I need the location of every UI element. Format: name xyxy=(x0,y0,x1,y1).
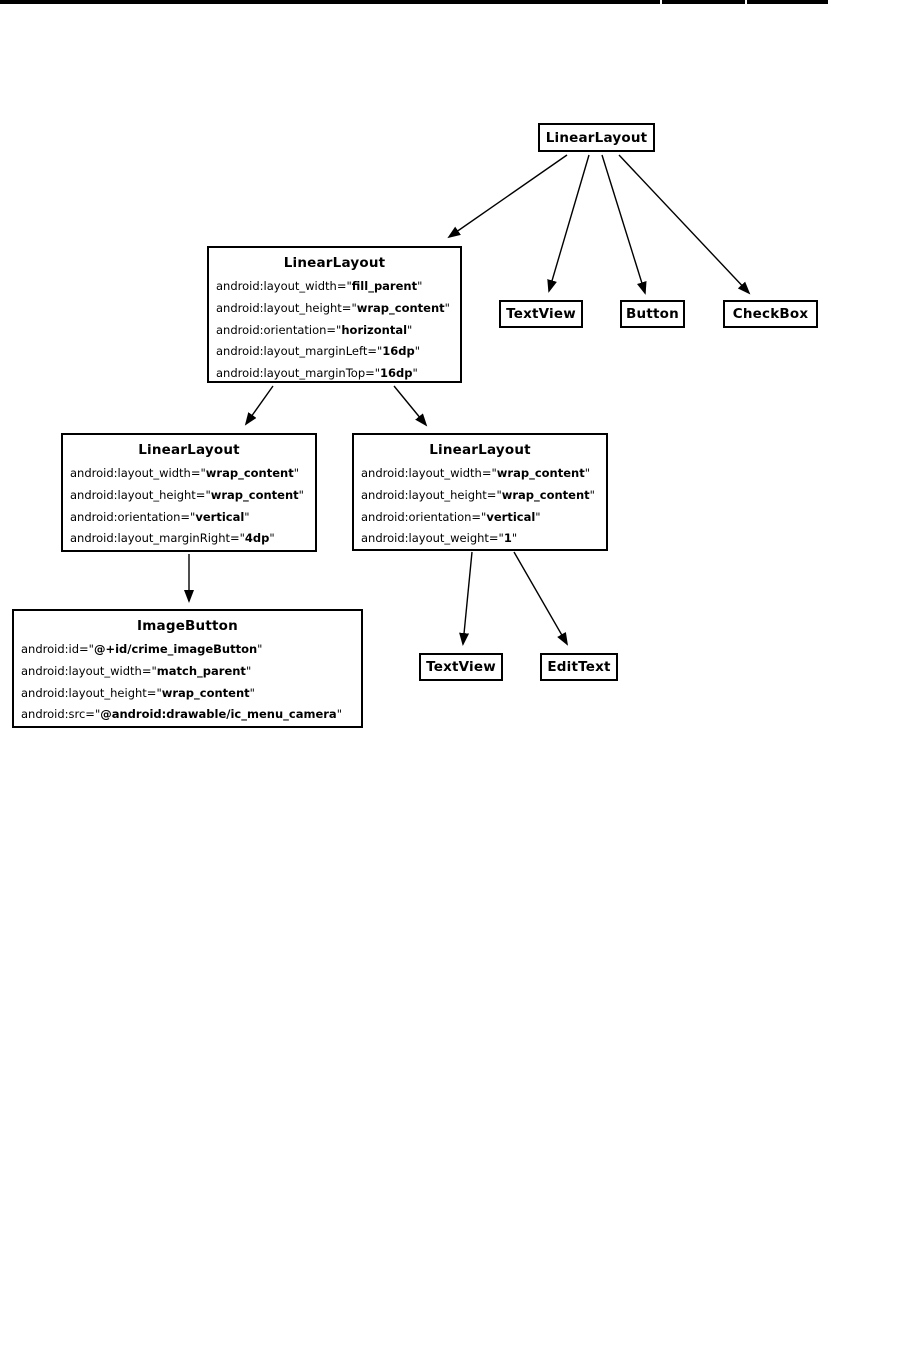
top-bar-segment-left xyxy=(0,0,660,4)
node-title: ImageButton xyxy=(137,618,238,634)
attr-layout-height: android:layout_height="wrap_content" xyxy=(70,487,304,502)
node-linearlayout-left-column: LinearLayout android:layout_width="wrap_… xyxy=(61,433,317,552)
node-linearlayout-root: LinearLayout xyxy=(538,123,655,152)
node-title: Button xyxy=(626,306,679,322)
node-button: Button xyxy=(620,300,685,328)
edge-row-to-left-column xyxy=(244,385,274,426)
node-title: EditText xyxy=(547,659,611,675)
node-linearlayout-row-container: LinearLayout android:layout_width="fill_… xyxy=(207,246,462,383)
edge-row-to-right-column xyxy=(393,385,428,427)
node-imagebutton: ImageButton android:id="@+id/crime_image… xyxy=(12,609,363,728)
attr-layout-margin-left: android:layout_marginLeft="16dp" xyxy=(216,344,421,359)
node-edittext: EditText xyxy=(540,653,618,681)
node-textview-top: TextView xyxy=(499,300,583,328)
edge-root-to-row-container xyxy=(447,154,568,239)
attr-layout-width: android:layout_width="wrap_content" xyxy=(361,466,591,480)
attr-layout-height: android:layout_height="wrap_content" xyxy=(21,685,255,700)
node-title: LinearLayout xyxy=(429,442,531,458)
attr-orientation: android:orientation="horizontal" xyxy=(216,322,413,337)
node-title: LinearLayout xyxy=(283,255,386,271)
attr-layout-width: android:layout_width="match_parent" xyxy=(21,663,252,678)
node-textview-bottom: TextView xyxy=(419,653,503,681)
node-title: TextView xyxy=(506,306,576,322)
node-title: CheckBox xyxy=(732,306,809,322)
node-title: TextView xyxy=(426,659,496,675)
attr-id: android:id="@+id/crime_imageButton" xyxy=(21,642,263,656)
node-title: LinearLayout xyxy=(138,442,240,458)
node-checkbox: CheckBox xyxy=(723,300,818,328)
top-bar-segment-right xyxy=(747,0,828,4)
attr-orientation: android:orientation="vertical" xyxy=(361,509,541,524)
attr-layout-weight: android:layout_weight="1" xyxy=(361,531,518,546)
attr-layout-height: android:layout_height="wrap_content" xyxy=(216,300,450,315)
attr-src: android:src="@android:drawable/ic_menu_c… xyxy=(21,707,342,722)
attr-layout-width: android:layout_width="wrap_content" xyxy=(70,466,300,480)
edge-right-column-to-textview xyxy=(459,551,473,646)
top-bar-segment-middle xyxy=(662,0,745,4)
attr-layout-margin-right: android:layout_marginRight="4dp" xyxy=(70,531,275,546)
edge-root-to-checkbox xyxy=(618,154,751,295)
attr-layout-width: android:layout_width="fill_parent" xyxy=(216,279,423,293)
edge-root-to-button xyxy=(601,154,647,295)
attr-orientation: android:orientation="vertical" xyxy=(70,509,250,524)
attr-layout-margin-top: android:layout_marginTop="16dp" xyxy=(216,366,418,381)
attr-layout-height: android:layout_height="wrap_content" xyxy=(361,487,595,502)
edge-right-column-to-edittext xyxy=(513,551,568,646)
node-title: LinearLayout xyxy=(545,129,648,146)
node-linearlayout-right-column: LinearLayout android:layout_width="wrap_… xyxy=(352,433,608,551)
edge-root-to-textview xyxy=(547,154,590,293)
